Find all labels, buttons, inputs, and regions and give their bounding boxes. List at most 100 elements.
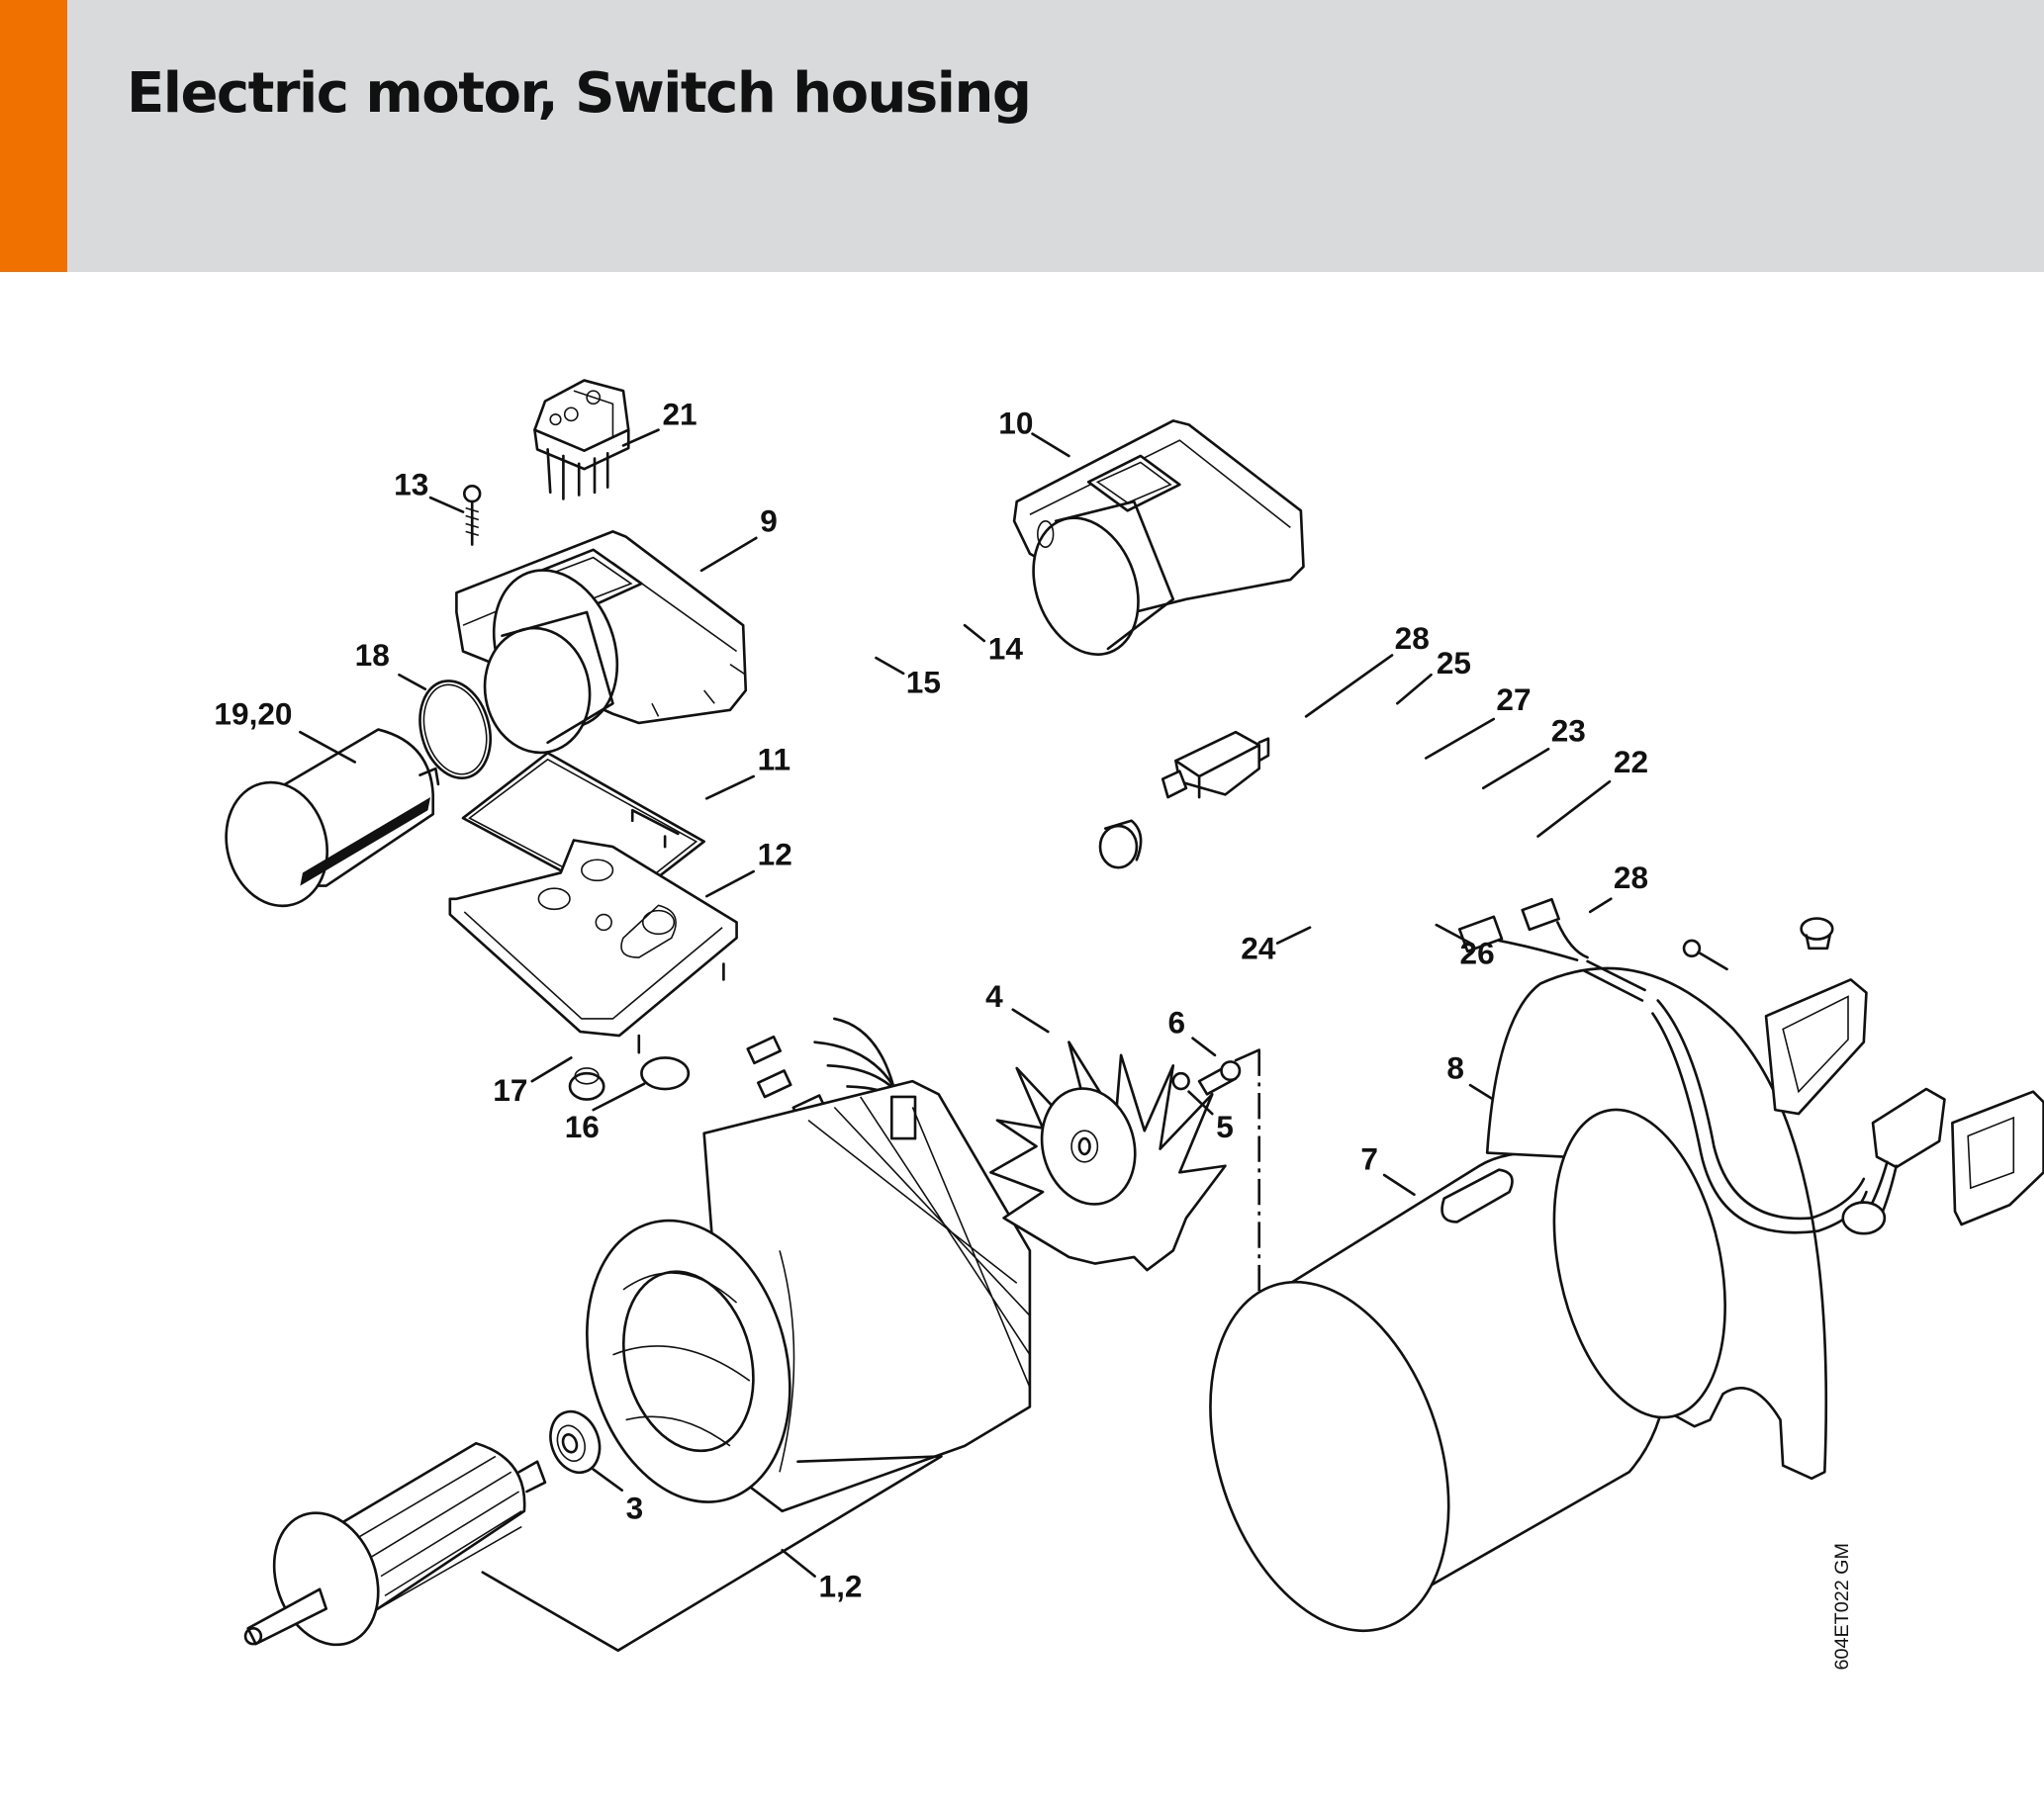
callout-label: 26 <box>1460 936 1495 971</box>
leader-line <box>1435 923 1475 947</box>
callout-15: 15 <box>875 656 941 700</box>
callout-4: 4 <box>985 978 1050 1034</box>
callout-24: 24 <box>1241 926 1312 965</box>
leader-line <box>1588 897 1613 914</box>
callout-28a: 28 <box>1304 620 1430 718</box>
callout-label: 22 <box>1614 744 1648 779</box>
leader-line <box>704 869 756 898</box>
part-1-2-rotor <box>243 1441 547 1647</box>
leader-line <box>1275 926 1312 945</box>
callout-label: 15 <box>906 665 941 700</box>
part-24-cable <box>1457 897 1868 1234</box>
part-1-2-stator <box>586 1017 1032 1513</box>
callout-10: 10 <box>998 406 1070 458</box>
leader-line <box>398 673 427 691</box>
leader-line <box>592 1468 623 1493</box>
callout-18: 18 <box>355 637 427 691</box>
callout-label: 8 <box>1446 1050 1464 1086</box>
leader-line <box>781 1548 816 1578</box>
leader-line <box>1395 673 1433 705</box>
leader-line <box>1011 1008 1050 1034</box>
callout-label: 23 <box>1551 712 1586 748</box>
callout-11: 11 <box>704 741 790 800</box>
leader-line <box>704 774 756 800</box>
leader-line <box>1031 432 1070 458</box>
callout-17: 17 <box>493 1056 573 1108</box>
callout-label: 27 <box>1496 681 1531 717</box>
callout-label: 19,20 <box>214 695 292 731</box>
callout-label: 12 <box>758 837 792 872</box>
part-17-grommet <box>568 1067 605 1101</box>
leader-line <box>1191 1037 1217 1057</box>
callout-label: 10 <box>998 406 1033 441</box>
leader-line <box>1424 717 1496 760</box>
callout-14: 14 <box>963 623 1024 666</box>
callout-label: 13 <box>394 466 428 501</box>
part-10-switch-housing <box>1012 419 1305 656</box>
part-5-washer <box>1171 1071 1190 1091</box>
leader-line <box>428 496 465 513</box>
callout-label: 28 <box>1614 860 1648 895</box>
drawing-code: 604ET022 GM <box>1831 1543 1853 1670</box>
leader-line <box>963 623 986 643</box>
callout-3: 3 <box>592 1468 644 1526</box>
callout-label: 14 <box>988 630 1024 666</box>
part-19-20-capacitor <box>225 728 440 908</box>
callout-25: 25 <box>1395 645 1471 705</box>
part-8-end-shield <box>1485 966 1828 1481</box>
part-13-screw <box>462 484 482 546</box>
leader-line <box>1187 1090 1214 1116</box>
callout-8: 8 <box>1446 1050 1493 1100</box>
callout-label: 25 <box>1437 645 1471 680</box>
leader-line <box>1481 747 1550 790</box>
leader-line <box>621 428 660 447</box>
callout-9: 9 <box>699 502 778 573</box>
callout-21: 21 <box>621 396 697 447</box>
part-3-bearing <box>549 1409 602 1475</box>
part-6-screw <box>1197 1060 1242 1096</box>
callout-label: 16 <box>565 1109 600 1144</box>
header-banner <box>0 0 2044 272</box>
callout-5: 5 <box>1187 1090 1234 1144</box>
leader-line <box>1382 1173 1416 1197</box>
callouts: 1,2345678910111213141516171819,202122232… <box>214 396 1648 1603</box>
callout-label: 18 <box>355 637 390 673</box>
callout-label: 24 <box>1241 930 1276 965</box>
callout-label: 9 <box>760 502 778 538</box>
callout-27: 27 <box>1424 681 1532 760</box>
callout-16: 16 <box>565 1082 646 1144</box>
part-12-cover <box>448 839 738 1054</box>
callout-label: 11 <box>758 741 790 776</box>
callout-label: 5 <box>1216 1109 1234 1144</box>
part-28-screw-upper <box>1682 939 1728 971</box>
leader-line <box>592 1082 646 1112</box>
callout-22: 22 <box>1536 744 1648 838</box>
part-23-micro-switch <box>1841 1087 1946 1235</box>
part-27-gasket <box>1764 978 1868 1116</box>
callout-13: 13 <box>394 466 465 513</box>
page-title: Electric motor, Switch housing <box>127 61 1032 126</box>
callout-label: 6 <box>1168 1004 1186 1040</box>
part-18-o-ring <box>418 680 492 780</box>
callout-label: 7 <box>1360 1141 1378 1177</box>
part-16-o-ring <box>640 1056 691 1091</box>
part-14-circuit-breaker <box>1161 730 1270 799</box>
leader-line <box>875 656 905 676</box>
leader-line <box>1304 654 1394 718</box>
callout-28b: 28 <box>1588 860 1648 914</box>
callout-label: 4 <box>985 978 1003 1014</box>
part-25-plug <box>1800 917 1834 951</box>
leader-line <box>1536 779 1612 838</box>
part-4-fan <box>989 1041 1227 1272</box>
leader-line <box>299 730 356 764</box>
leader-line <box>530 1056 573 1083</box>
callout-7: 7 <box>1360 1141 1416 1197</box>
leader-line <box>699 536 758 573</box>
callout-label: 17 <box>493 1072 527 1108</box>
bracket-1-2 <box>481 1455 943 1653</box>
callout-12: 12 <box>704 837 792 898</box>
callout-23: 23 <box>1481 712 1586 790</box>
callout-label: 3 <box>626 1491 644 1526</box>
header-accent-bar <box>0 0 67 272</box>
